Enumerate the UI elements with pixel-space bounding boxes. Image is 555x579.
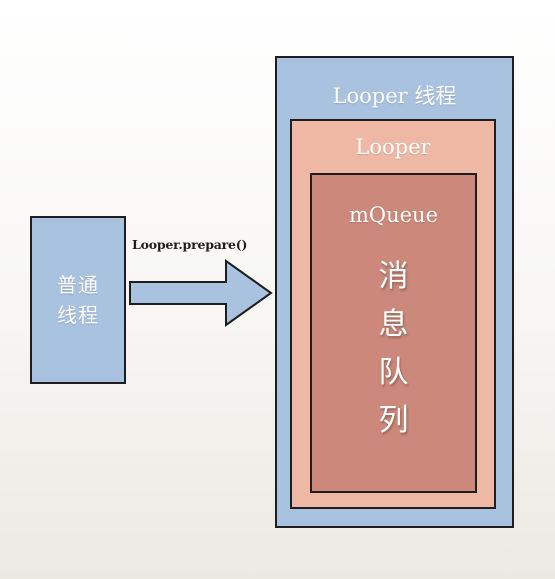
looper-thread-title: Looper 线程	[332, 84, 457, 108]
mqueue-title: mQueue	[348, 203, 439, 227]
message-queue-box: mQueue 消息队列	[310, 173, 477, 493]
message-queue-label: 消息队列	[312, 253, 475, 445]
normal-thread-label: 普通线程	[57, 273, 99, 327]
normal-thread-box: 普通线程	[30, 216, 126, 384]
looper-prepare-label: Looper.prepare()	[132, 237, 248, 252]
looper-title: Looper	[355, 135, 431, 159]
message-queue-text: 消息队列	[378, 259, 409, 438]
right-arrow-icon	[129, 259, 273, 327]
